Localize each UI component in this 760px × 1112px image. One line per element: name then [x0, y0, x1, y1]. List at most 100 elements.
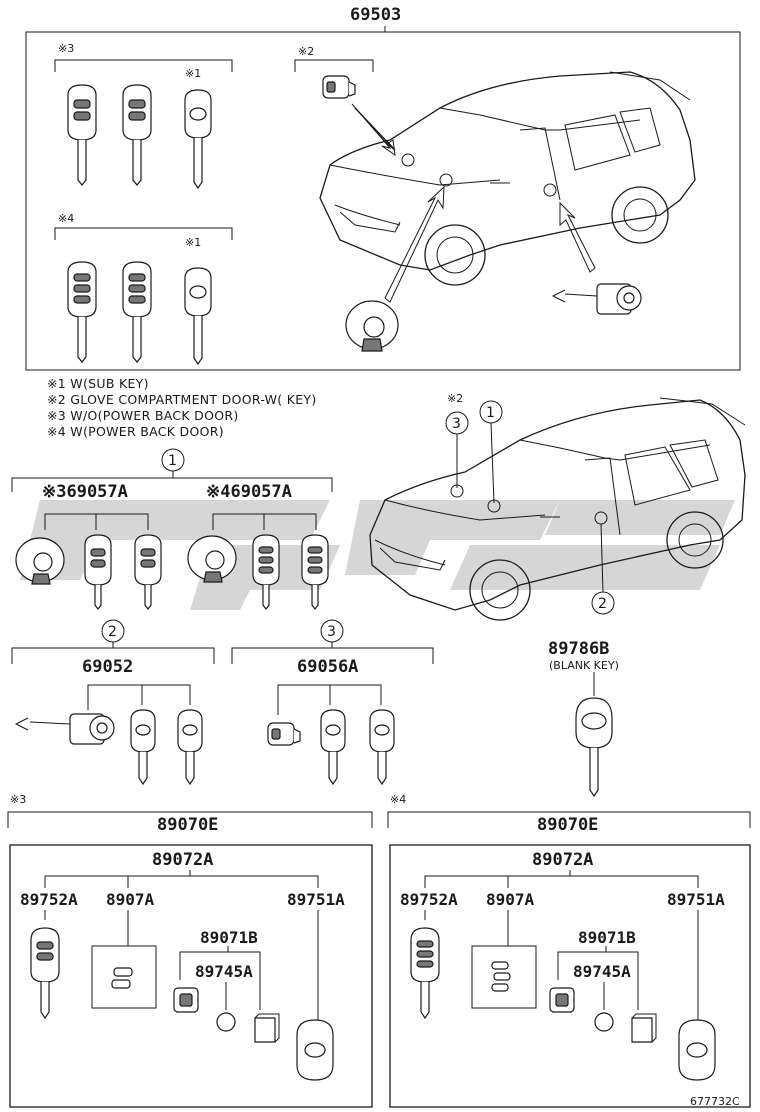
- leader-89071b-right: [557, 946, 639, 1010]
- key-group-row1: [67, 84, 212, 190]
- callout-2-car-label: 2: [598, 596, 607, 612]
- smart-key-icon: [678, 1019, 716, 1081]
- sub-key-icon: [130, 709, 156, 786]
- leader-69057a-w: [212, 513, 317, 530]
- callout-2-car: [591, 591, 615, 615]
- bracket-69057a: [11, 477, 333, 492]
- kit-box-89072a-right: [389, 844, 751, 1108]
- button-pad-box-left: [91, 945, 157, 1009]
- kit-box-69503: [25, 31, 741, 371]
- button-pad-icon: [491, 961, 511, 992]
- battery-icon: [594, 1012, 614, 1032]
- callout-3-car-label: 3: [452, 416, 461, 432]
- part-number-89072a-left: 89072A: [152, 850, 213, 870]
- figure-id: 677732C: [690, 1095, 740, 1108]
- part-number-89070e-right: 89070E: [537, 815, 598, 835]
- note-4: ※4 W(POWER BACK DOOR): [47, 424, 224, 439]
- ignition-cylinder-icon: [187, 535, 237, 583]
- part-number-89786b: 89786B: [548, 639, 609, 659]
- part-number-89745a-right: 89745A: [573, 962, 631, 981]
- bracket-wo-power: [54, 59, 233, 72]
- part-number-69057a-w: ※469057A: [206, 482, 292, 502]
- remote-key-icon: [67, 84, 97, 186]
- mark-wo-power-kit: ※3: [10, 793, 26, 806]
- bracket-glove: [294, 59, 374, 72]
- vehicle-illustration-middle: [369, 397, 746, 621]
- kit-box-89072a-left: [9, 844, 373, 1108]
- remote-key-icon: [122, 84, 152, 186]
- mark-glove-top: ※2: [298, 45, 314, 58]
- part-number-89751a-right: 89751A: [667, 890, 725, 909]
- sub-key-icon: [177, 709, 203, 786]
- part-number-69503: 69503: [350, 5, 401, 25]
- mark-sub-key-bottom: ※1: [185, 236, 201, 249]
- smart-key-icon: [296, 1019, 334, 1081]
- remote-key-icon: [301, 534, 329, 610]
- bracket-w-power: [54, 227, 233, 240]
- bracket-89070e-right: [387, 811, 751, 828]
- mark-w-power: ※4: [58, 212, 74, 225]
- part-number-89070e-left: 89070E: [157, 815, 218, 835]
- remote-key-icon: [30, 927, 60, 1020]
- battery-icon: [216, 1012, 236, 1032]
- key-cover-icon: [631, 1013, 657, 1043]
- blank-key-icon: [575, 697, 613, 798]
- part-number-69057a-wo: ※369057A: [42, 482, 128, 502]
- part-number-8907a-right: 8907A: [486, 890, 535, 909]
- transponder-icon: [173, 987, 199, 1013]
- part-number-69056a: 69056A: [297, 657, 358, 677]
- glove-lock-icon: [267, 722, 301, 746]
- ignition-cylinder-icon: [15, 537, 65, 585]
- mark-sub-key-top: ※1: [185, 67, 201, 80]
- note-1: ※1 W(SUB KEY): [47, 376, 149, 391]
- part-number-89071b-right: 89071B: [578, 928, 636, 947]
- leader-69052: [87, 684, 191, 710]
- remote-key-icon: [67, 261, 97, 363]
- button-pad-box-right: [471, 945, 537, 1009]
- transponder-icon: [549, 987, 575, 1013]
- sub-key-icon: [320, 709, 346, 786]
- bracket-89070e-left: [7, 811, 373, 828]
- remote-key-icon: [252, 534, 280, 610]
- key-group-row2: [67, 261, 212, 366]
- note-3: ※3 W/O(POWER BACK DOOR): [47, 408, 239, 423]
- remote-key-icon: [134, 534, 162, 610]
- leader-69056a: [277, 684, 382, 715]
- callout-3-label: 3: [327, 624, 336, 640]
- part-number-89752a-right: 89752A: [400, 890, 458, 909]
- leader-89071b-left: [179, 946, 261, 1010]
- ignition-cylinder-icon: [345, 300, 399, 352]
- vehicle-illustration-top: [319, 71, 696, 286]
- door-cylinder-icon: [551, 283, 642, 315]
- glove-lock-icon: [322, 75, 356, 99]
- part-number-89072a-right: 89072A: [532, 850, 593, 870]
- part-number-89752a-left: 89752A: [20, 890, 78, 909]
- remote-key-icon: [84, 534, 112, 610]
- arrows-top: [351, 103, 596, 303]
- mark-w-power-kit: ※4: [390, 793, 406, 806]
- leader-69057a-wo: [44, 513, 149, 530]
- mark-glove-mid: ※2: [447, 392, 463, 405]
- callout-1-label: 1: [168, 453, 177, 469]
- sub-key-icon: [184, 89, 212, 190]
- remote-key-icon: [122, 261, 152, 363]
- leader-89072a-left: [44, 870, 319, 888]
- part-number-89751a-left: 89751A: [287, 890, 345, 909]
- sub-key-icon: [184, 267, 212, 366]
- key-cover-icon: [254, 1013, 280, 1043]
- part-number-89071b-left: 89071B: [200, 928, 258, 947]
- blank-key-label: (BLANK KEY): [549, 659, 619, 672]
- button-pad-icon: [111, 967, 133, 989]
- remote-key-icon: [410, 927, 440, 1020]
- mark-wo-power: ※3: [58, 42, 74, 55]
- callout-1-car-label: 1: [486, 405, 495, 421]
- part-number-69052: 69052: [82, 657, 133, 677]
- part-number-8907a-left: 8907A: [106, 890, 155, 909]
- door-cylinder-icon: [14, 713, 115, 745]
- note-2: ※2 GLOVE COMPARTMENT DOOR-W( KEY): [47, 392, 317, 407]
- callout-2-label: 2: [108, 624, 117, 640]
- sub-key-icon: [369, 709, 395, 786]
- part-number-89745a-left: 89745A: [195, 962, 253, 981]
- leader-89072a-right: [424, 870, 699, 888]
